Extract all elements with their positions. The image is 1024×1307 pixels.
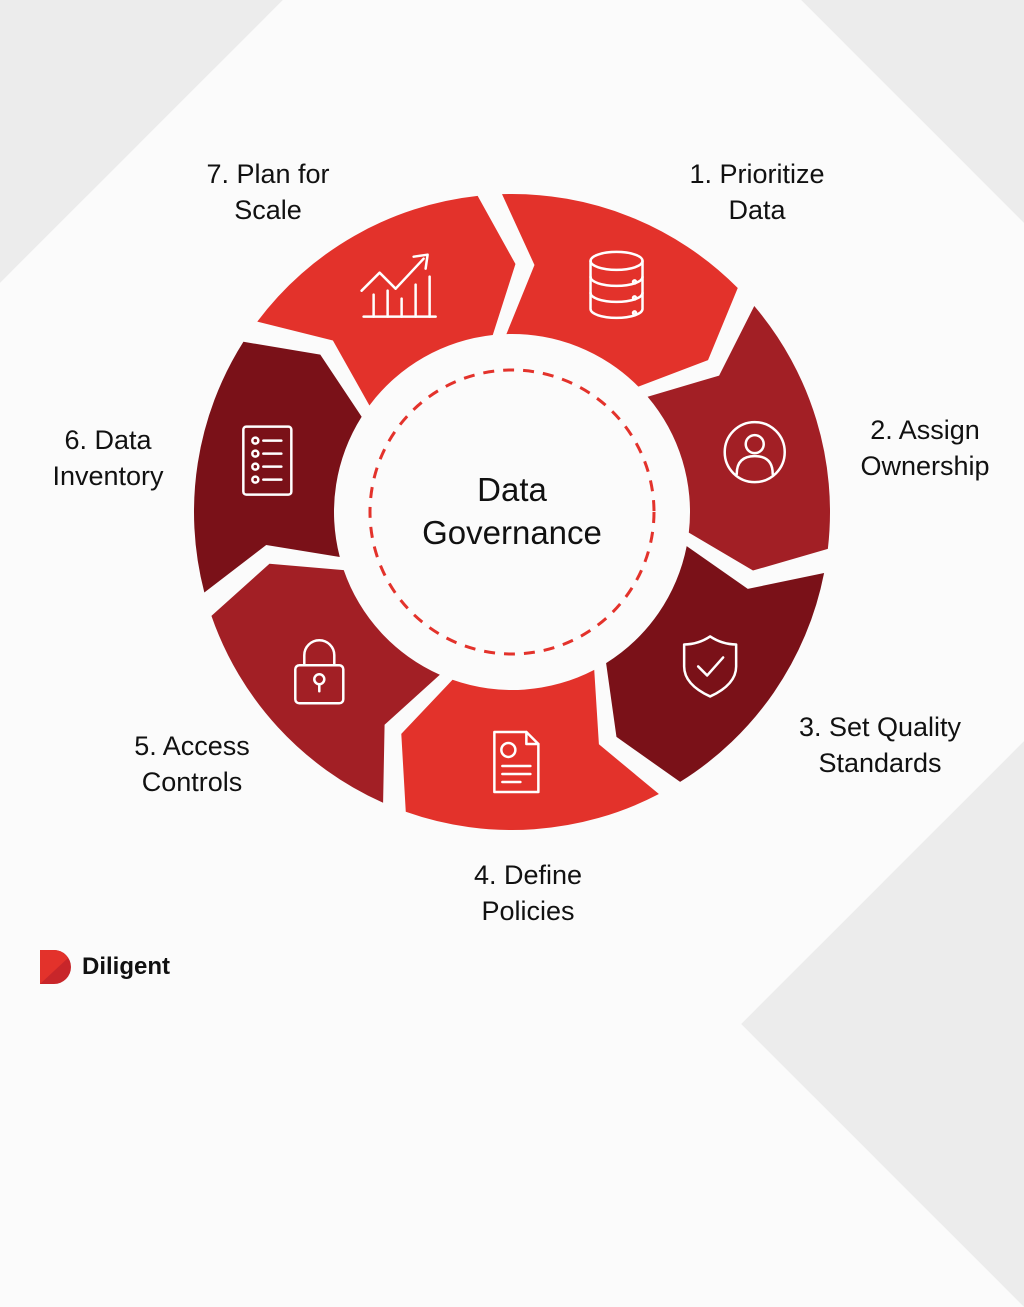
growth-chart-icon — [360, 253, 437, 318]
shield-check-icon — [682, 635, 738, 698]
segment-step-3 — [606, 546, 825, 782]
diligent-logo-mark-icon — [40, 950, 71, 984]
segment-step-5 — [211, 563, 440, 803]
padlock-icon — [294, 639, 345, 705]
database-icon — [589, 250, 644, 320]
center-title: Data Governance — [362, 468, 662, 554]
center-title-line2: Governance — [422, 514, 602, 551]
governance-cycle-diagram — [194, 194, 830, 830]
checklist-icon — [242, 425, 293, 496]
user-circle-icon — [723, 420, 786, 484]
logo-text: Diligent — [82, 953, 170, 980]
segment-step-1 — [502, 194, 738, 387]
segment-step-2 — [647, 306, 830, 571]
policy-document-icon — [493, 730, 540, 794]
center-title-line1: Data — [477, 471, 547, 508]
dashed-center-ring — [368, 368, 656, 656]
segment-step-4 — [401, 669, 659, 830]
diligent-logo: Diligent — [40, 950, 170, 984]
